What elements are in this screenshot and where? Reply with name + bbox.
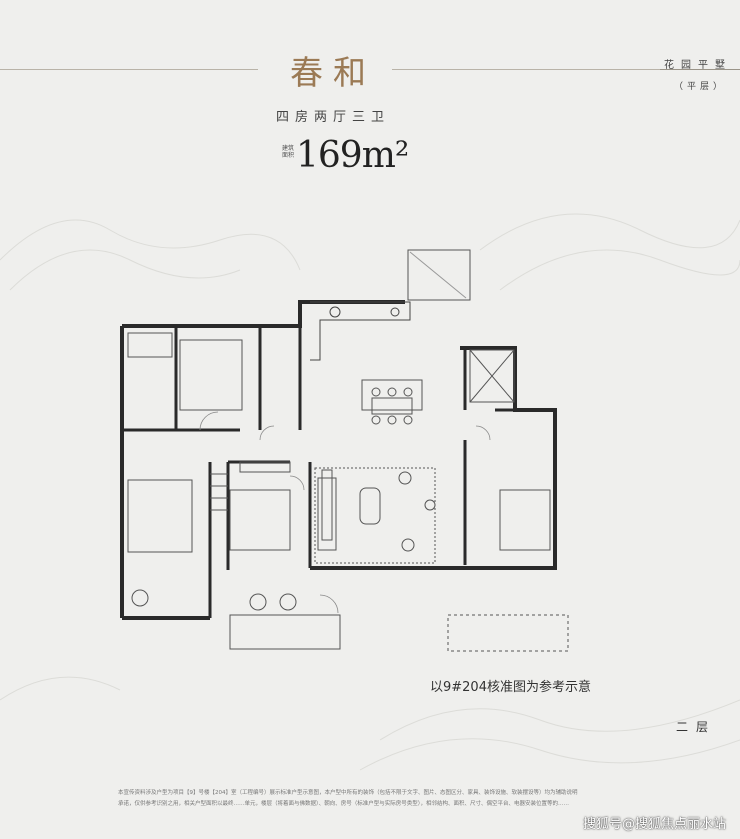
reference-caption: 以9#204核准图为参考示意 <box>430 680 591 695</box>
header-rule-left <box>0 69 258 70</box>
room-layout-subtitle: 四房两厅三卫 <box>275 110 390 125</box>
wall-top-left <box>122 300 405 328</box>
unit-type-label: 花园平墅 <box>664 60 732 71</box>
watermark-text: 搜狐号@搜狐焦点丽水站 <box>582 817 726 832</box>
disclaimer-text: 本宣传资料涉及户型为项目【9】号楼【204】室（工程编号）展示标准户型示意图，本… <box>118 790 578 807</box>
floor-plan <box>120 249 569 652</box>
wall-top-right <box>460 346 557 570</box>
unit-type-sub: （平层） <box>673 82 726 92</box>
area-value: 169m² <box>296 135 409 176</box>
area-block: 建筑面积 169m² <box>282 133 409 177</box>
page-title: 春和 <box>290 53 376 92</box>
header-rule-right <box>392 69 662 70</box>
floor-level: 二层 <box>675 720 716 734</box>
header-rule-right-end <box>660 69 740 70</box>
area-label: 建筑面积 <box>282 145 295 159</box>
